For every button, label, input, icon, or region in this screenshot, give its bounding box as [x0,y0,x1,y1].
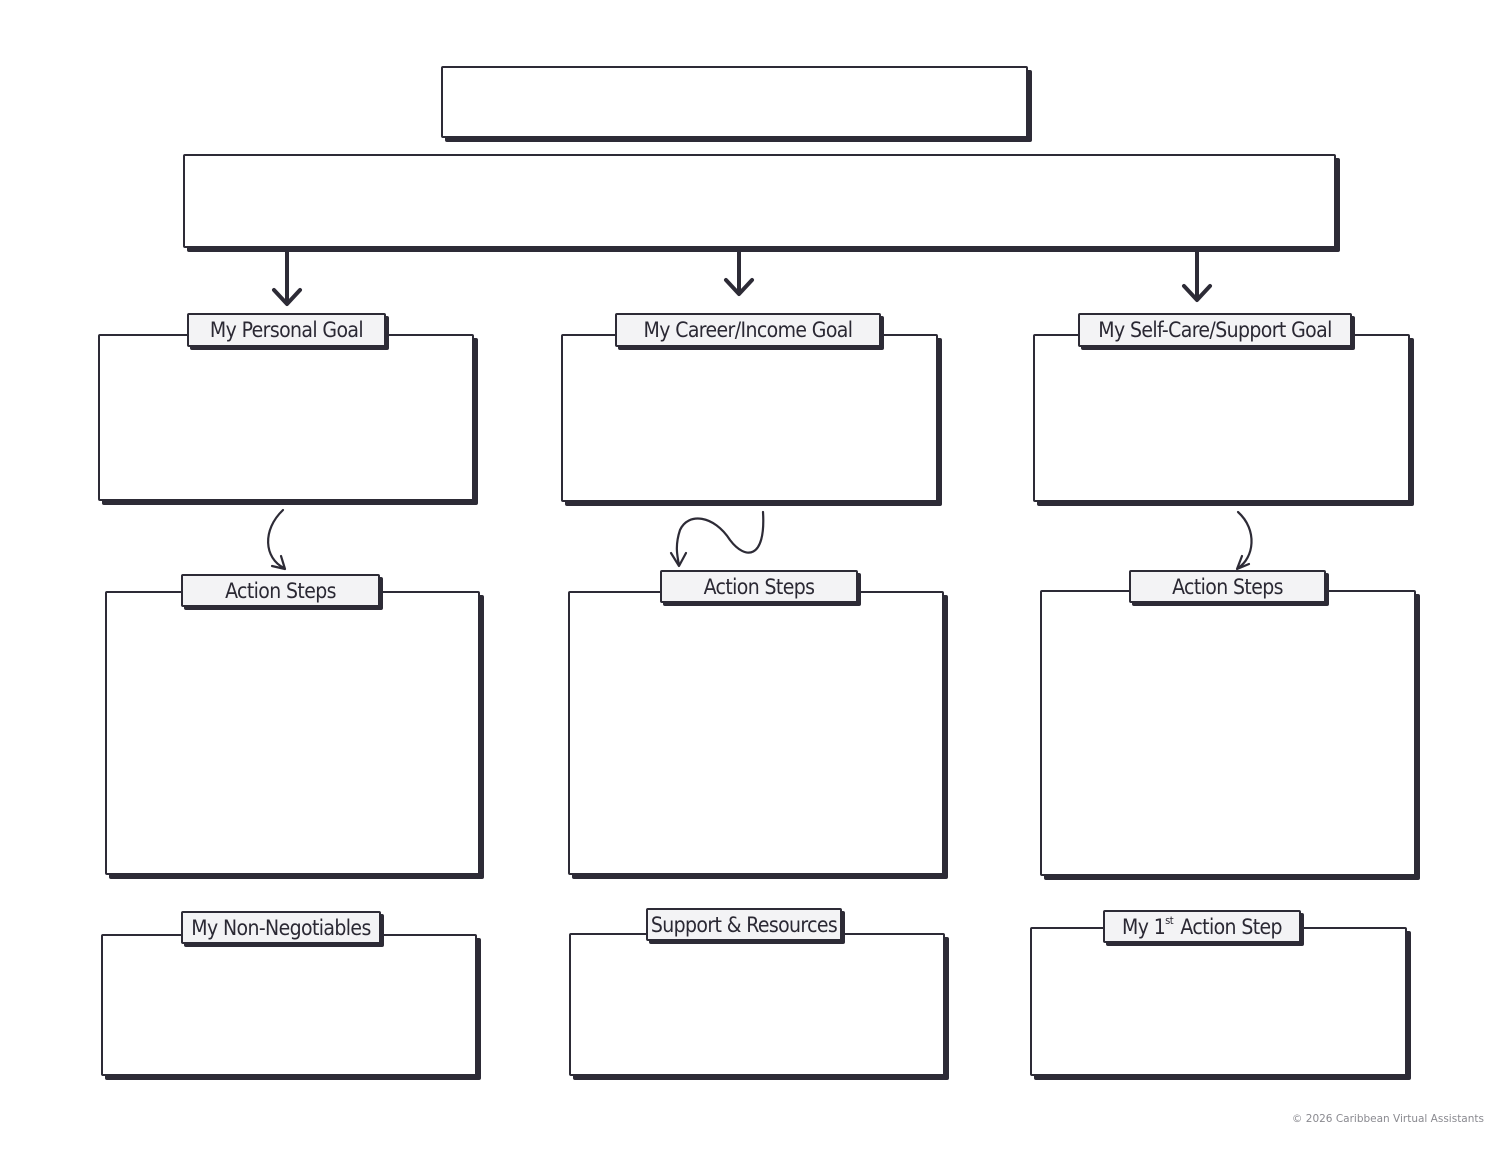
action-steps-box-1[interactable] [105,591,480,875]
action-steps-box-3[interactable] [1040,590,1416,876]
wavy-arrow-icon [669,510,765,568]
action-steps-text-1: Action Steps [225,578,336,603]
non-negotiables-box[interactable] [101,934,477,1076]
selfcare-goal-text: My Self-Care/Support Goal [1098,318,1332,342]
action-steps-box-2[interactable] [568,591,944,875]
personal-goal-text: My Personal Goal [209,318,364,342]
non-negotiables-label: My Non-Negotiables [181,911,381,944]
first-action-step-label: My 1st Action Step [1103,910,1301,943]
selfcare-goal-label: My Self-Care/Support Goal [1078,313,1352,347]
down-arrow-icon [1182,250,1212,302]
first-action-step-box[interactable] [1030,927,1407,1076]
personal-goal-label: My Personal Goal [187,313,386,347]
career-goal-text: My Career/Income Goal [643,318,853,342]
selfcare-goal-box[interactable] [1033,334,1410,502]
title-box[interactable] [441,66,1028,138]
down-arrow-icon [724,250,754,296]
action-steps-text-3: Action Steps [1172,574,1283,599]
non-negotiables-text: My Non-Negotiables [191,915,371,940]
curved-arrow-icon [267,508,287,571]
copyright-footer: © 2026 Caribbean Virtual Assistants [1291,1113,1484,1125]
down-arrow-icon [272,250,302,306]
personal-goal-box[interactable] [98,334,474,501]
vision-box[interactable] [183,154,1336,248]
support-resources-box[interactable] [569,933,945,1076]
career-goal-label: My Career/Income Goal [615,313,881,347]
action-steps-label-3: Action Steps [1129,570,1326,603]
action-steps-label-1: Action Steps [181,574,380,607]
action-steps-text-2: Action Steps [703,574,815,599]
career-goal-box[interactable] [561,334,938,502]
support-resources-label: Support & Resources [646,908,842,941]
first-action-step-text: My 1st Action Step [1122,913,1283,939]
curved-arrow-icon [1235,510,1253,571]
action-steps-label-2: Action Steps [660,570,858,603]
support-resources-text: Support & Resources [650,912,838,937]
